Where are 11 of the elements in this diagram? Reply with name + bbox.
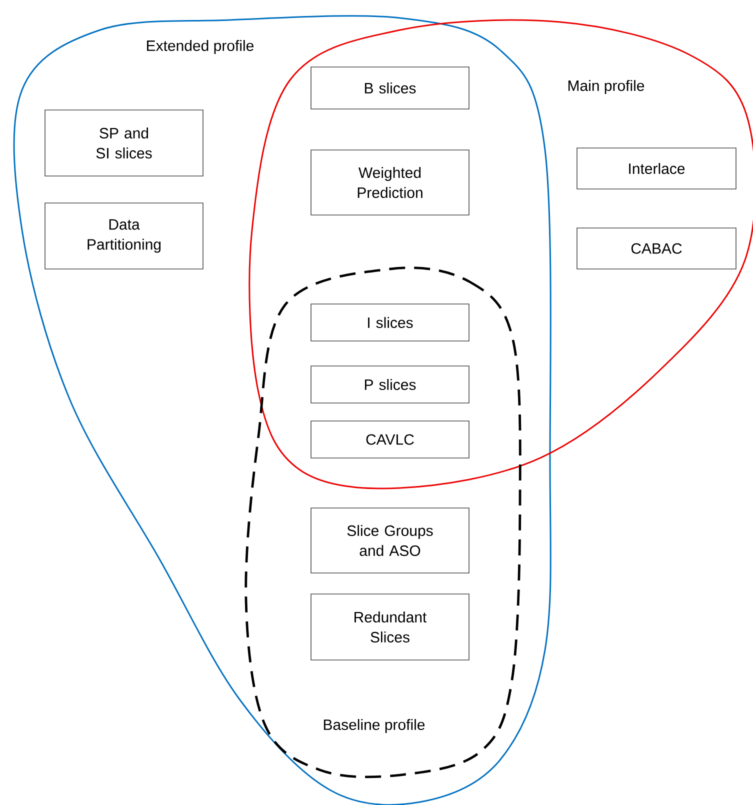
feature-box: SP and SI slices bbox=[44, 110, 204, 176]
feature-box: Slice Groups and ASO bbox=[310, 508, 470, 574]
feature-box: Interlace bbox=[576, 148, 736, 190]
feature-box: Weighted Prediction bbox=[310, 150, 470, 216]
feature-box: P slices bbox=[310, 366, 470, 404]
feature-box: B slices bbox=[310, 66, 470, 110]
feature-box: CAVLC bbox=[310, 420, 470, 458]
feature-box: Data Partitioning bbox=[44, 202, 204, 270]
feature-box: I slices bbox=[310, 304, 470, 342]
feature-box: CABAC bbox=[576, 228, 736, 270]
feature-box: Redundant Slices bbox=[310, 594, 470, 660]
